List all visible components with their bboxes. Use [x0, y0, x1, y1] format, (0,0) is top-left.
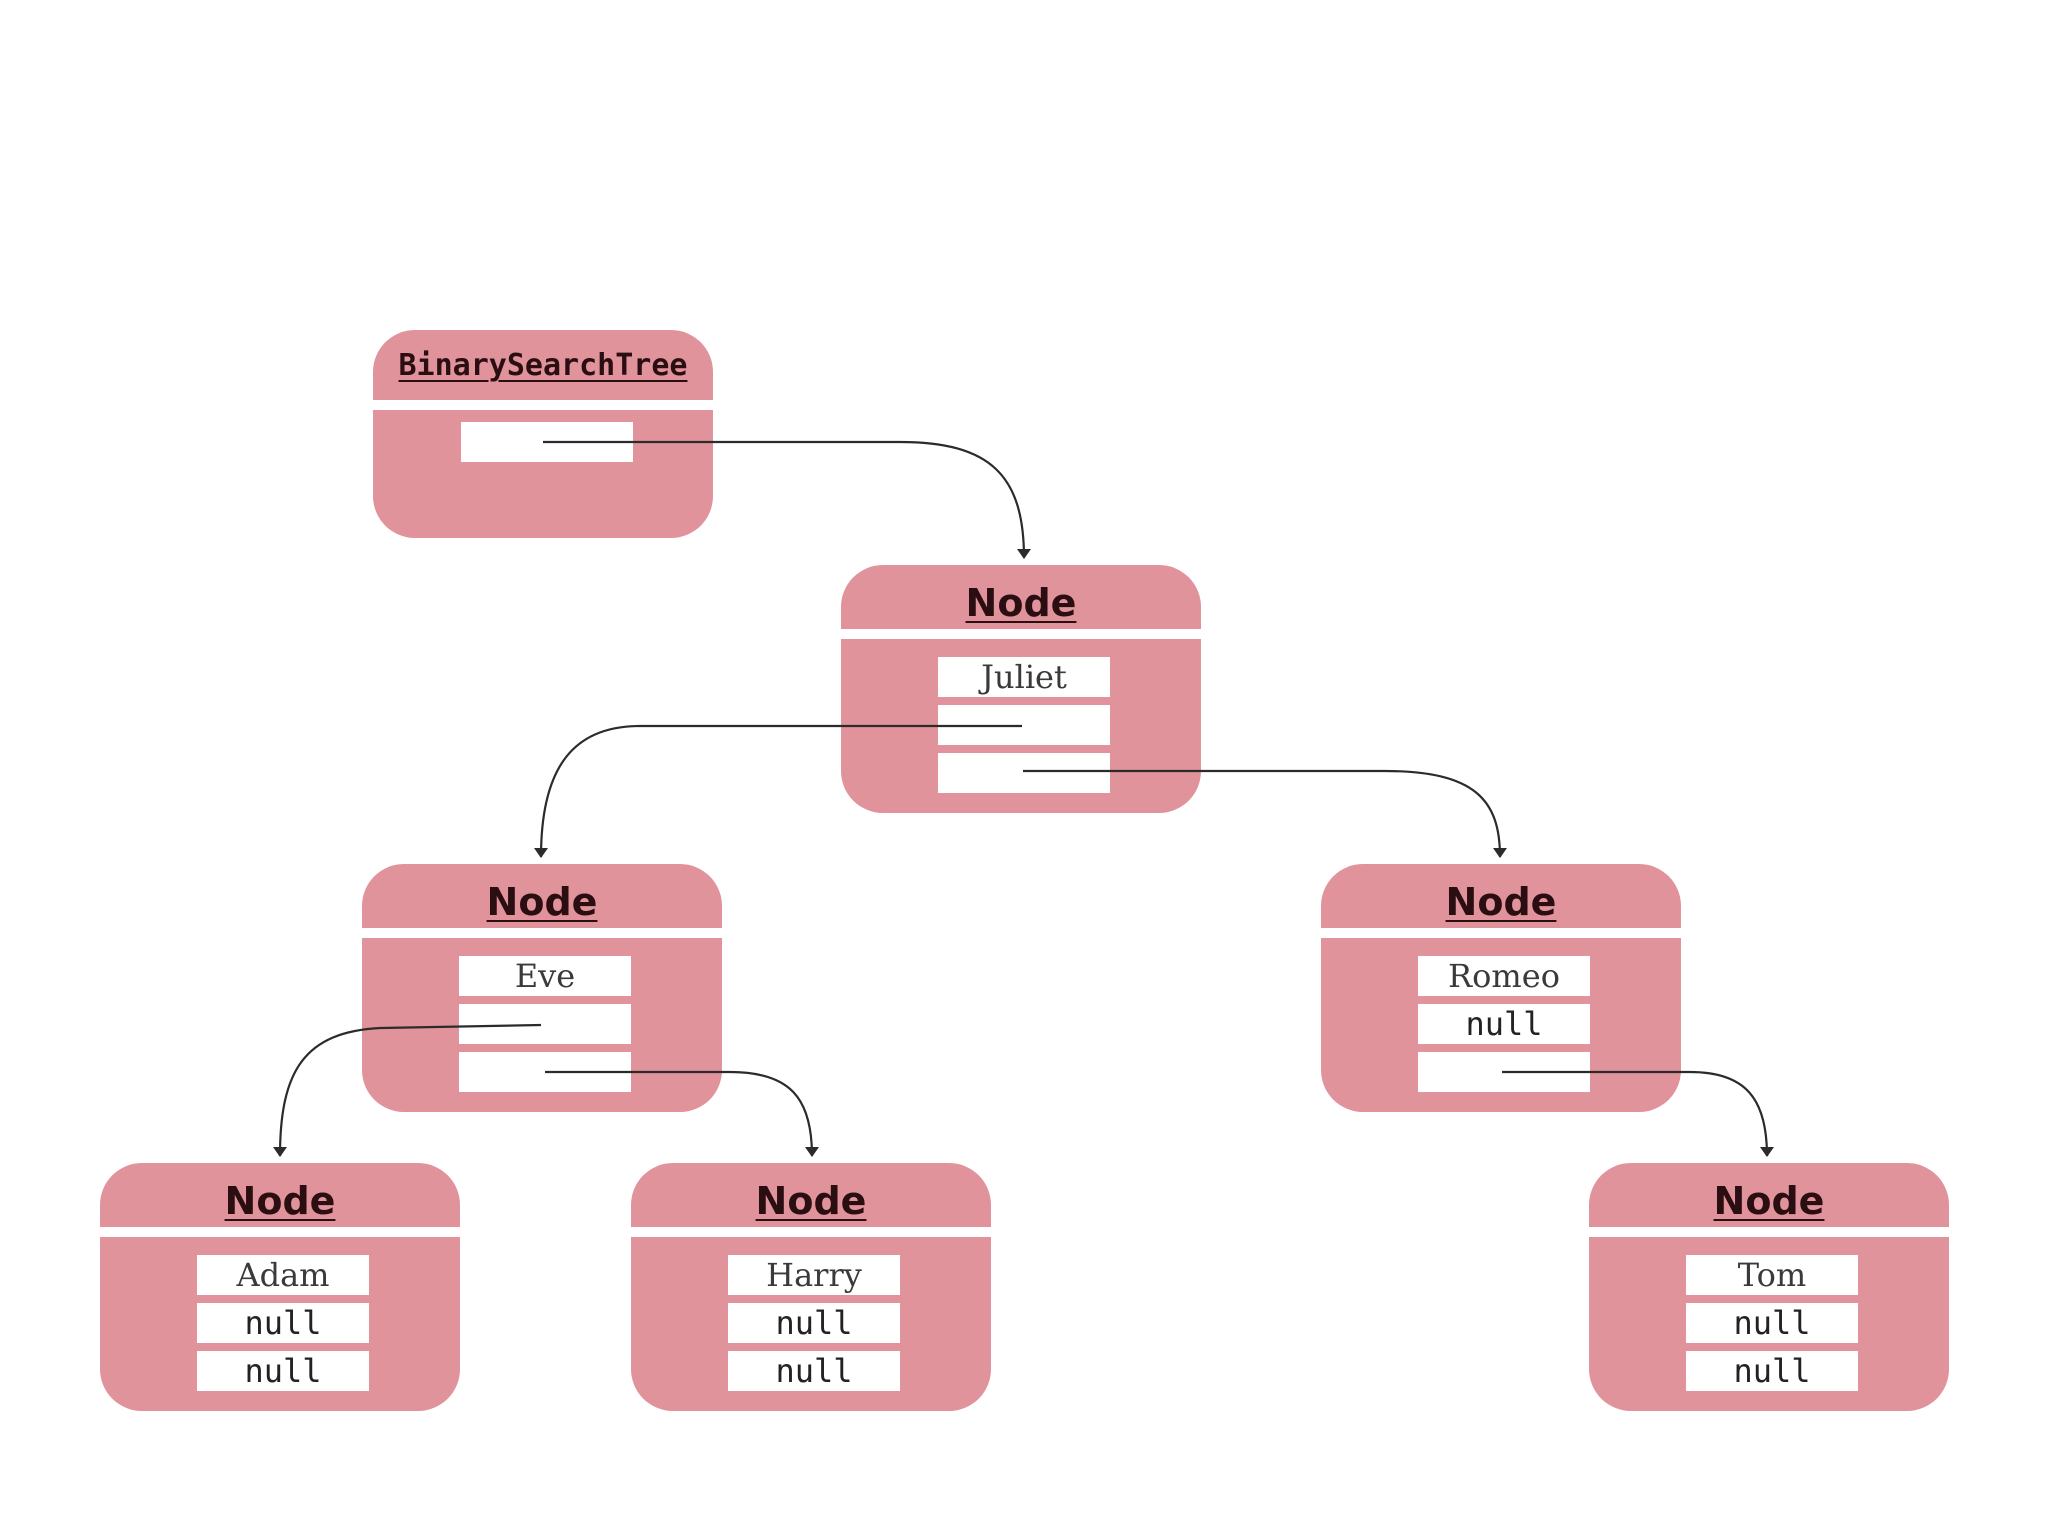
- box-separator: [1589, 1227, 1949, 1237]
- node-title-juliet: Node: [965, 581, 1077, 625]
- box-separator: [362, 928, 722, 938]
- node-left-eve: [459, 1004, 631, 1044]
- node-title-adam: Node: [224, 1179, 336, 1223]
- node-data-harry: Harry: [728, 1255, 900, 1295]
- node-box-harry: Node Harry null null: [631, 1163, 991, 1411]
- box-separator: [100, 1227, 460, 1237]
- node-data-romeo: Romeo: [1418, 956, 1590, 996]
- node-title-romeo: Node: [1445, 880, 1557, 924]
- node-box-eve: Node Eve: [362, 864, 722, 1112]
- box-separator: [373, 400, 713, 410]
- box-separator: [631, 1227, 991, 1237]
- binary-search-tree-title: BinarySearchTree: [398, 348, 688, 383]
- node-right-juliet: [938, 753, 1110, 793]
- node-left-adam: null: [197, 1303, 369, 1343]
- binary-search-tree-box: BinarySearchTree: [373, 330, 713, 538]
- node-title-eve: Node: [486, 880, 598, 924]
- node-box-adam: Node Adam null null: [100, 1163, 460, 1411]
- node-left-juliet: [938, 705, 1110, 745]
- node-title-tom: Node: [1713, 1179, 1825, 1223]
- node-right-romeo: [1418, 1052, 1590, 1092]
- box-separator: [1321, 928, 1681, 938]
- node-right-adam: null: [197, 1351, 369, 1391]
- node-data-adam: Adam: [197, 1255, 369, 1295]
- node-data-eve: Eve: [459, 956, 631, 996]
- node-left-tom: null: [1686, 1303, 1858, 1343]
- node-box-tom: Node Tom null null: [1589, 1163, 1949, 1411]
- node-right-tom: null: [1686, 1351, 1858, 1391]
- node-box-juliet: Node Juliet: [841, 565, 1201, 813]
- root-field: [461, 422, 633, 462]
- node-data-tom: Tom: [1686, 1255, 1858, 1295]
- node-right-harry: null: [728, 1351, 900, 1391]
- node-left-harry: null: [728, 1303, 900, 1343]
- box-separator: [841, 629, 1201, 639]
- node-title-harry: Node: [755, 1179, 867, 1223]
- node-box-romeo: Node Romeo null: [1321, 864, 1681, 1112]
- node-left-romeo: null: [1418, 1004, 1590, 1044]
- node-right-eve: [459, 1052, 631, 1092]
- node-data-juliet: Juliet: [938, 657, 1110, 697]
